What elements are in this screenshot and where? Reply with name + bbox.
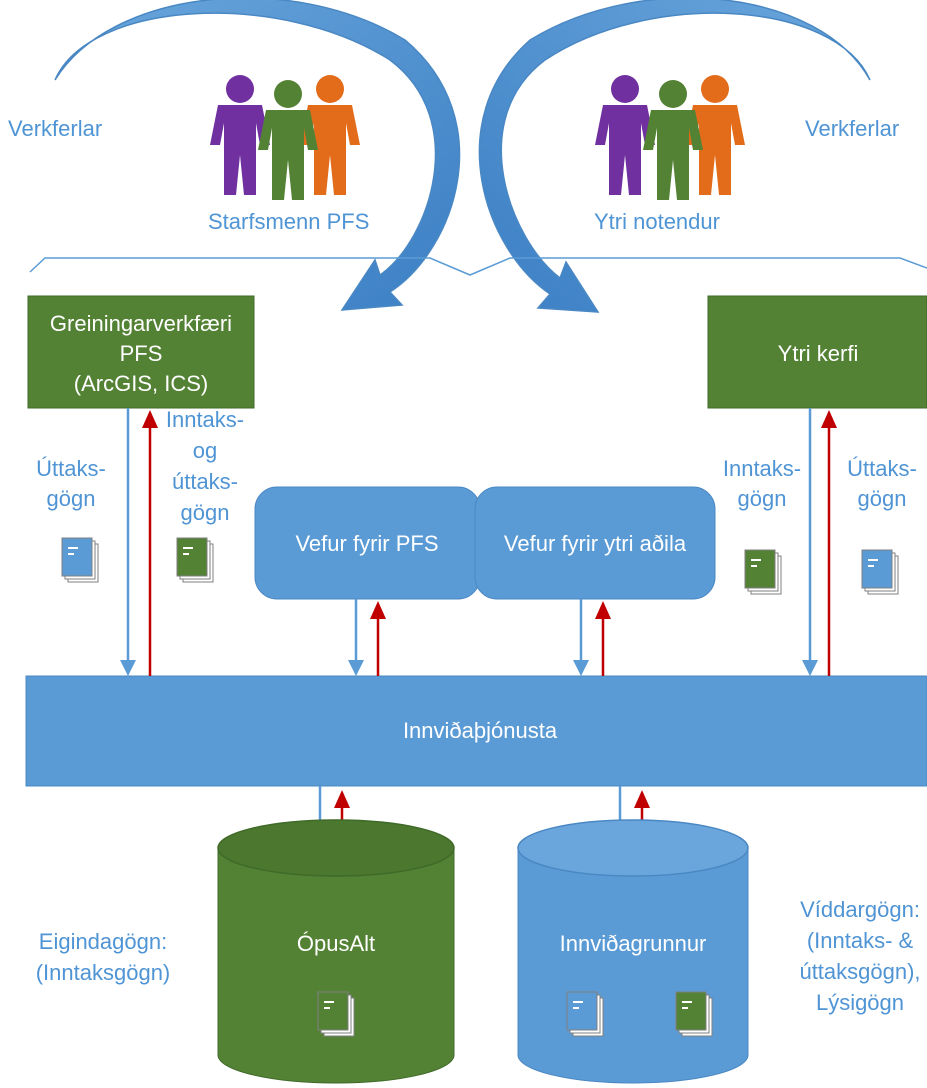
- left-output-line-2: gögn: [47, 486, 96, 511]
- left-input-line-4: gögn: [181, 500, 230, 525]
- analysis-tools-line-2: PFS: [120, 341, 163, 366]
- document-blue-icon: [61, 537, 99, 583]
- database-innvidagrunnur: Innviðagrunnur: [517, 819, 749, 1084]
- document-green-icon: [176, 537, 214, 583]
- right-input-line-2: gögn: [738, 486, 787, 511]
- service-bar: Innviðaþjónusta: [25, 675, 927, 787]
- web-external-label: Vefur fyrir ytri aðila: [504, 531, 687, 556]
- database-innvidagrunnur-label: Innviðagrunnur: [560, 931, 707, 956]
- process-left-label: Verkferlar: [8, 116, 102, 141]
- process-right-label: Verkferlar: [805, 116, 899, 141]
- left-input-line-1: Inntaks-: [166, 407, 244, 432]
- web-pfs-label: Vefur fyrir PFS: [295, 531, 438, 556]
- right-input-line-1: Inntaks-: [723, 456, 801, 481]
- dimension-data-line-4: Lýsigögn: [816, 990, 904, 1015]
- group-brace: [29, 257, 927, 276]
- curved-arrow-right-icon: [478, 0, 871, 313]
- attribute-data-line-1: Eigindagögn:: [39, 929, 167, 954]
- dimension-data-line-1: Víddargögn:: [800, 897, 920, 922]
- left-input-line-3: úttaks-: [172, 469, 238, 494]
- document-green-icon: [675, 991, 713, 1037]
- flow-arrows: [120, 408, 837, 838]
- analysis-tools-line-3: (ArcGIS, ICS): [74, 371, 208, 396]
- curved-arrow-left-icon: [54, 0, 461, 311]
- left-output-line-1: Úttaks-: [36, 456, 106, 481]
- document-green-icon: [317, 991, 355, 1037]
- service-bar-label: Innviðaþjónusta: [403, 718, 558, 743]
- database-opusalt-label: ÓpusAlt: [297, 931, 375, 956]
- document-blue-icon: [566, 991, 604, 1037]
- dimension-data-line-2: (Inntaks- &: [807, 928, 914, 953]
- attribute-data-line-2: (Inntaksgögn): [36, 960, 171, 985]
- analysis-tools-line-1: Greiningarverkfæri: [50, 311, 232, 336]
- external-users-label: Ytri notendur: [594, 209, 720, 234]
- external-systems-label: Ytri kerfi: [778, 341, 859, 366]
- right-output-line-1: Úttaks-: [847, 456, 917, 481]
- analysis-tools-box: Greiningarverkfæri PFS (ArcGIS, ICS): [27, 295, 255, 409]
- staff-label: Starfsmenn PFS: [208, 209, 369, 234]
- external-systems-box: Ytri kerfi: [707, 295, 927, 409]
- web-pfs-box: Vefur fyrir PFS: [254, 486, 481, 600]
- people-group-right-icon: [595, 75, 745, 200]
- people-group-left-icon: [210, 75, 360, 200]
- right-output-line-2: gögn: [858, 486, 907, 511]
- document-blue-icon: [861, 549, 899, 595]
- document-green-icon: [744, 549, 782, 595]
- left-input-line-2: og: [193, 438, 217, 463]
- dimension-data-line-3: úttaksgögn),: [799, 959, 920, 984]
- database-opusalt: ÓpusAlt: [217, 819, 455, 1084]
- web-external-box: Vefur fyrir ytri aðila: [474, 486, 716, 600]
